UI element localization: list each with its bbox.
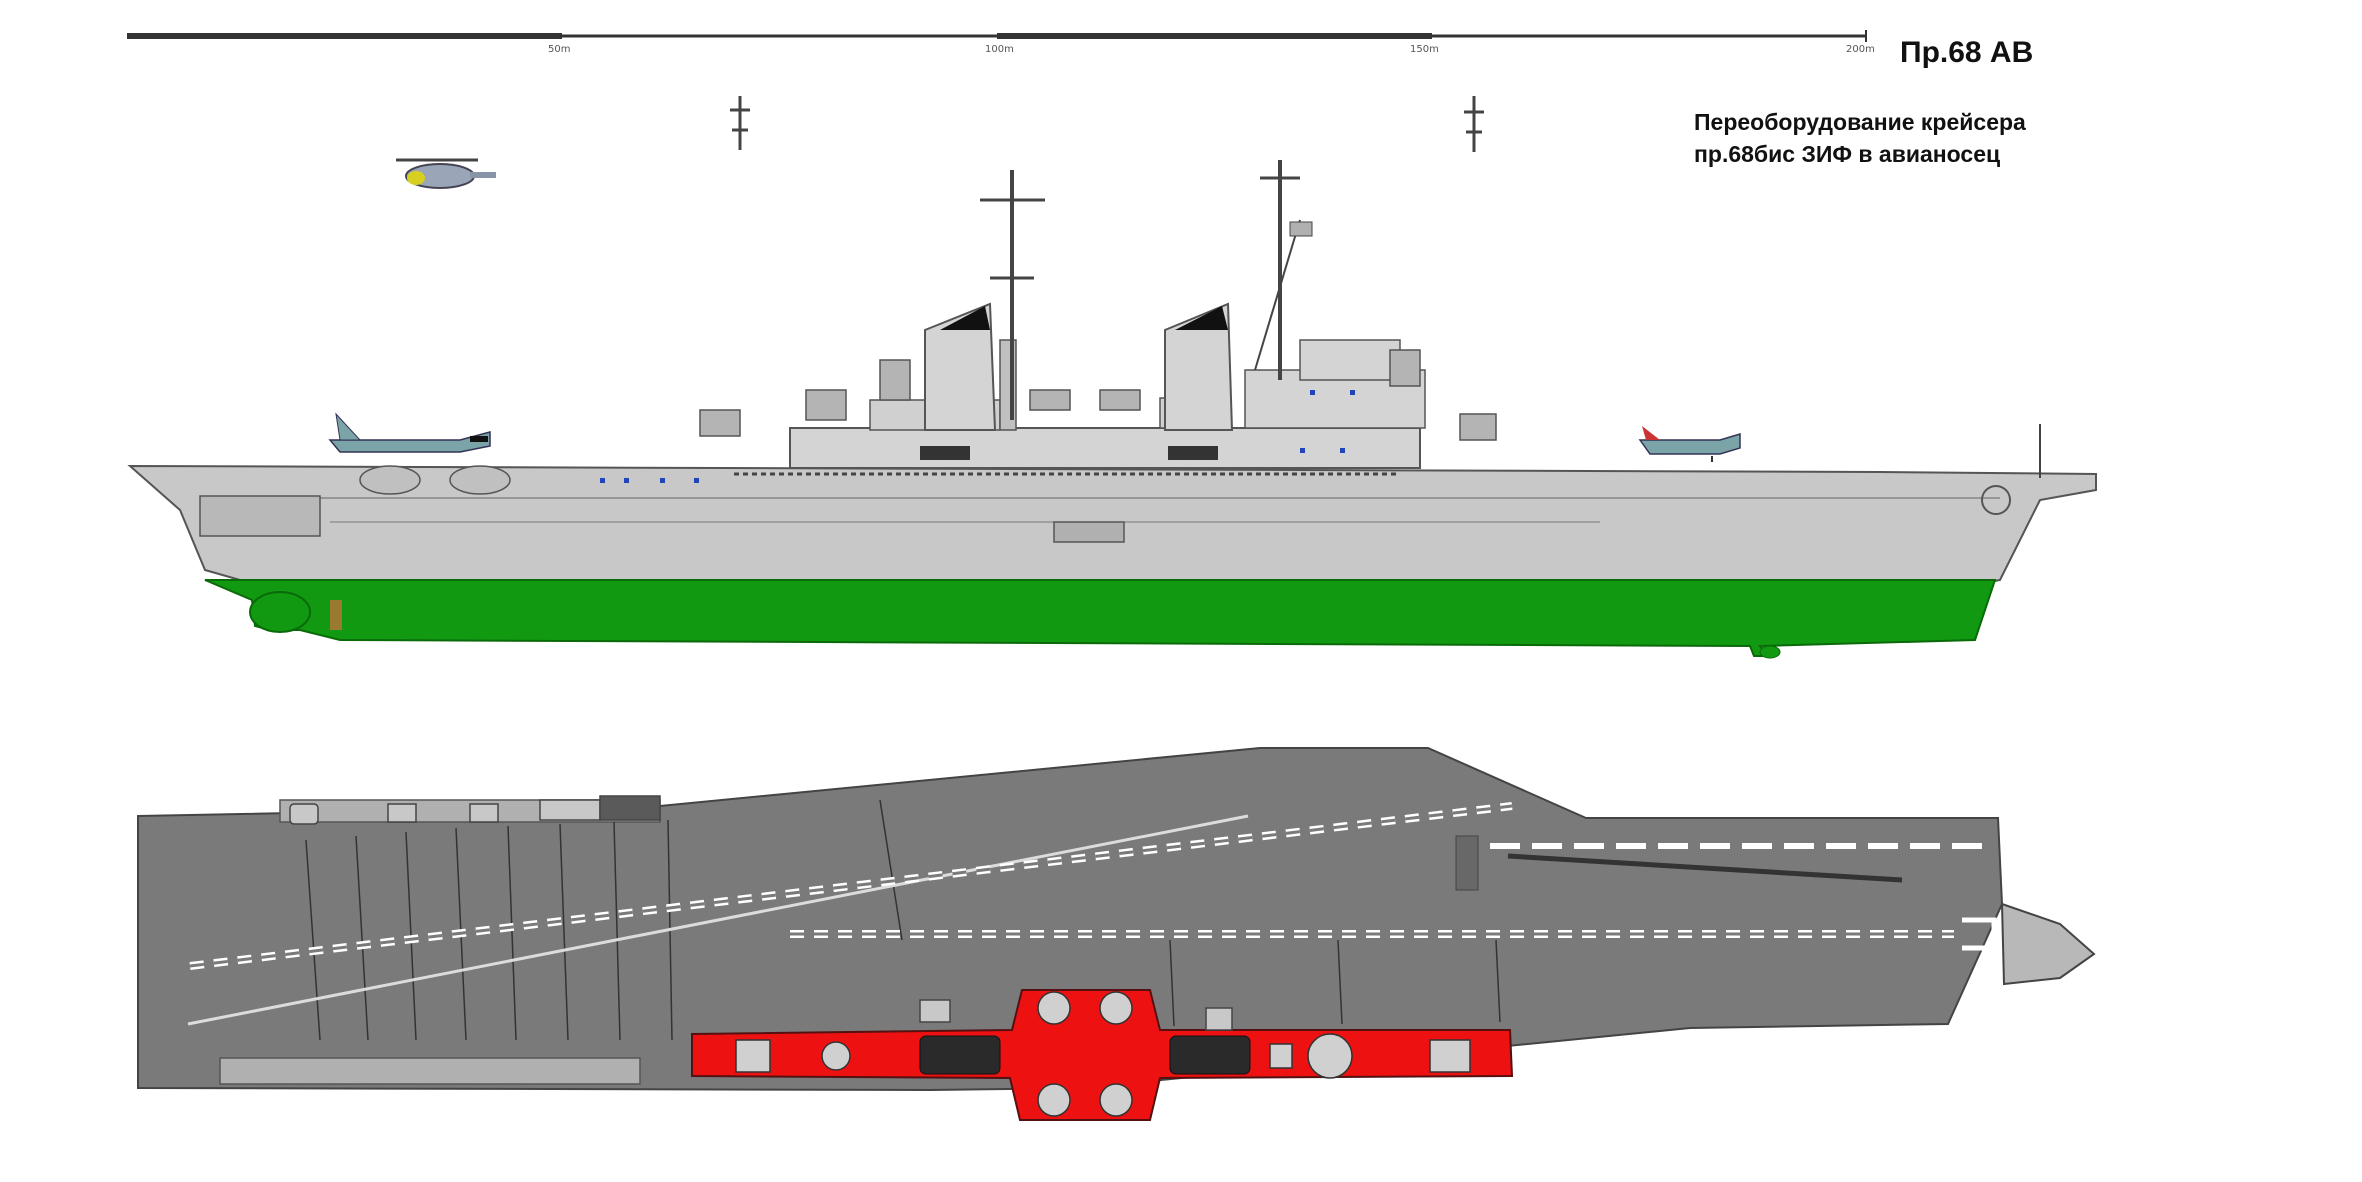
underwater-hull <box>204 579 1997 659</box>
hull-profile <box>127 464 2097 584</box>
deck-fittings <box>289 795 1233 1031</box>
helicopter-icon <box>396 158 496 189</box>
flight-deck-plan <box>137 747 2096 1092</box>
subtitle-line-1: Переоборудование крейсера <box>1694 109 2026 135</box>
aircraft-icon <box>328 412 491 453</box>
island-plan <box>691 989 1514 1121</box>
drawing-subtitle: Переоборудование крейсера пр.68бис ЗИФ в… <box>1694 106 2026 170</box>
subtitle-line-2: пр.68бис ЗИФ в авианосец <box>1694 141 2001 167</box>
antenna-icon <box>730 96 1484 152</box>
scale-label-150: 150m <box>1410 44 1439 55</box>
superstructure <box>359 160 1497 495</box>
scale-label-100: 100m <box>985 44 1014 55</box>
drawing-title: Пр.68 АВ <box>1900 36 2034 69</box>
scale-bar <box>127 30 1867 42</box>
scale-label-50: 50m <box>548 44 571 55</box>
aircraft-icon <box>1638 426 1741 462</box>
scale-label-200: 200m <box>1846 44 1875 55</box>
